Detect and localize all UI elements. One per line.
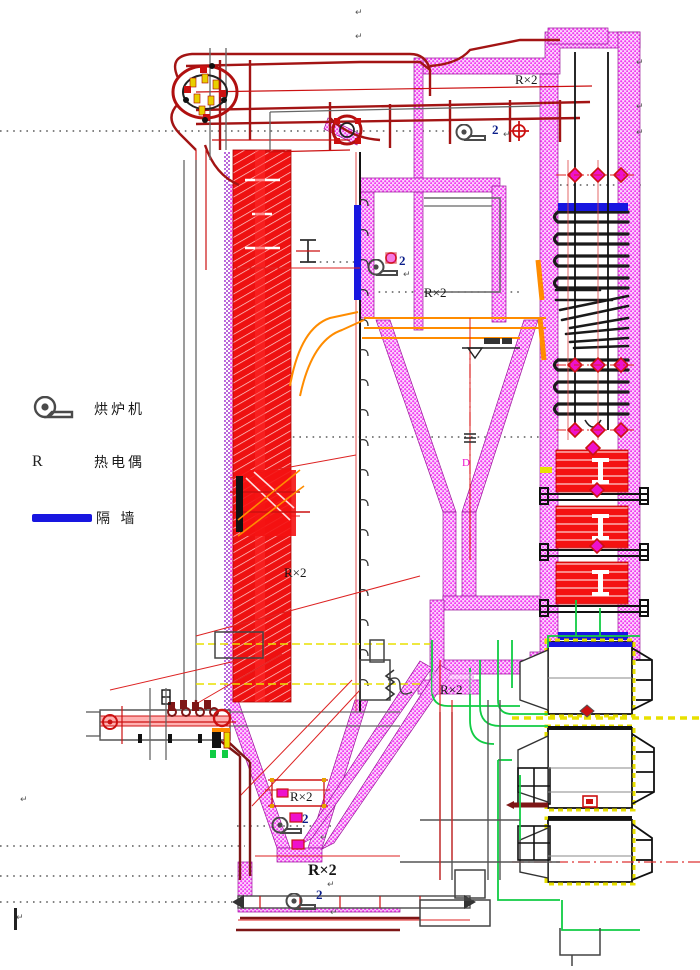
burner-icon: [32, 396, 94, 422]
legend-item-burner: 烘炉机: [32, 396, 145, 422]
steam-drum-valve-cluster: [171, 63, 239, 123]
expansion-joint: [384, 669, 396, 701]
superheater-bank-middle: [554, 288, 630, 350]
superheater-hanger-tubes: [574, 52, 609, 430]
paragraph-mark: ↵: [636, 58, 644, 68]
svg-text:D: D: [462, 457, 470, 469]
preheater-markers: [506, 704, 598, 809]
bottom-left-tick: [14, 908, 17, 930]
burner-count-bottom: 2: [316, 887, 323, 902]
annotation-r2-bold-bottom: R×2: [308, 862, 337, 879]
bottom-ash-duct: [232, 895, 476, 909]
furnace-water-wall: [232, 149, 292, 703]
elevation-marker-symbol: [462, 338, 520, 360]
air-line-red: [439, 660, 453, 880]
paragraph-mark: ↵: [636, 128, 644, 138]
measurement-point-markers: [276, 121, 634, 850]
secondary-valve-nest: [331, 114, 363, 146]
furnace-burner-block: [230, 470, 310, 536]
crosshair-marker-2: [385, 252, 397, 264]
partition-wall-bar-icon: [32, 514, 94, 522]
paragraph-mark: ↵: [16, 913, 24, 923]
annotation-r2-boxed-hopper: R×2: [290, 789, 313, 804]
burner-count-mid-left: 2: [399, 253, 406, 268]
thermocouple-icon: R: [32, 453, 94, 471]
orange-marker-riser: [537, 317, 547, 361]
conveyor-discharge: [210, 708, 232, 758]
legend-item-thermocouple: R 热电偶: [32, 452, 145, 472]
paragraph-mark: ↵: [20, 795, 28, 805]
partition-wall-superheater: [558, 203, 628, 211]
annotation-frame-hopper: [268, 779, 328, 807]
paragraph-mark: ↵: [327, 880, 335, 890]
economizer-supports: [539, 487, 649, 617]
steam-drum-and-header-piping: [170, 38, 591, 187]
header-center-lines: [567, 160, 599, 440]
annotation-r2-furnace-mid: R×2: [284, 565, 307, 580]
paragraph-mark: ↵: [355, 32, 363, 42]
superheater-bank-upper: [552, 210, 630, 290]
conveyor-drive-cluster: [161, 689, 219, 717]
paragraph-mark: ↵: [636, 102, 644, 112]
paragraph-mark: ↵: [320, 833, 328, 843]
economizer-blocks: [555, 449, 629, 605]
furnace-insulation-layer: [224, 152, 230, 712]
superheater-bank-lower: [552, 358, 630, 416]
paragraph-mark: ↵: [355, 8, 363, 18]
thermocouple-letter: R: [32, 453, 43, 470]
burner-callout-hopper: [271, 817, 305, 837]
paragraph-mark: ↵: [330, 908, 338, 918]
burner-callout-bottom: [285, 893, 319, 913]
annotation-r2-mid-left: R×2: [424, 285, 447, 300]
lower-structure: [400, 700, 560, 880]
paragraph-mark: ↵: [403, 270, 411, 280]
annotation-r2-duct-lower: R×2: [440, 682, 463, 697]
orange-marker-riser2: [535, 259, 545, 301]
crosshair-marker: [509, 121, 529, 141]
annotation-r2-upper-right: R×2: [515, 72, 538, 87]
burner-count-top-right: 2: [492, 122, 499, 137]
burner-callout-mid-left: [367, 259, 401, 279]
legend-label-thermocouple: 热电偶: [94, 455, 145, 471]
legend-label-burner: 烘炉机: [94, 402, 145, 418]
bottom-ash-conveyor: [86, 688, 236, 760]
furnace-internal-details: D: [214, 197, 520, 808]
legend-label-partition: 隔 墙: [96, 511, 138, 527]
burner-callout-top-right: [455, 124, 489, 144]
air-preheater-stack: [517, 638, 655, 886]
legend-item-partition: 隔 墙: [32, 508, 137, 528]
bottom-right-outlet: [419, 869, 601, 966]
burner-count-hopper: 2: [302, 811, 309, 826]
partition-wall-furnace: [354, 205, 361, 300]
paragraph-mark: ↵: [503, 130, 511, 140]
